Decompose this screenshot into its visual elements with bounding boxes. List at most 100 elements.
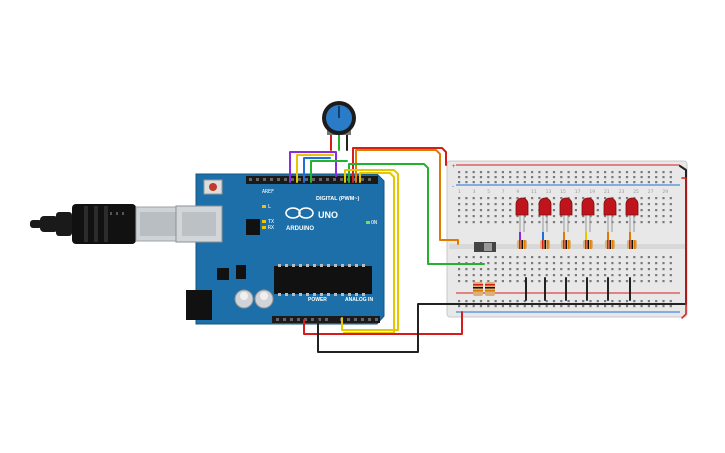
breadboard-hole[interactable]	[531, 221, 534, 224]
breadboard-hole[interactable]	[516, 274, 519, 277]
breadboard-hole[interactable]	[611, 256, 614, 259]
breadboard-hole[interactable]	[669, 305, 672, 308]
breadboard-hole[interactable]	[618, 274, 621, 277]
breadboard-hole[interactable]	[509, 171, 512, 174]
breadboard-hole[interactable]	[501, 215, 504, 218]
breadboard-hole[interactable]	[501, 305, 504, 308]
breadboard-hole[interactable]	[458, 268, 461, 271]
wire-orange-right[interactable]	[341, 169, 399, 331]
breadboard-hole[interactable]	[582, 176, 585, 179]
breadboard-hole[interactable]	[633, 280, 636, 283]
breadboard-hole[interactable]	[531, 197, 534, 200]
breadboard-hole[interactable]	[596, 256, 599, 259]
breadboard-hole[interactable]	[487, 221, 490, 224]
breadboard-hole[interactable]	[538, 215, 541, 218]
led-3[interactable]	[559, 197, 573, 232]
breadboard-hole[interactable]	[662, 221, 665, 224]
breadboard-hole[interactable]	[487, 176, 490, 179]
breadboard-hole[interactable]	[545, 176, 548, 179]
breadboard-hole[interactable]	[662, 268, 665, 271]
breadboard-hole[interactable]	[560, 268, 563, 271]
breadboard-hole[interactable]	[479, 221, 483, 224]
slide-switch[interactable]	[474, 242, 496, 252]
breadboard-hole[interactable]	[552, 215, 556, 218]
breadboard-hole[interactable]	[611, 176, 614, 179]
breadboard-hole[interactable]	[596, 274, 599, 277]
breadboard-hole[interactable]	[618, 197, 621, 200]
breadboard-hole[interactable]	[625, 300, 629, 303]
breadboard-hole[interactable]	[494, 305, 497, 308]
breadboard-hole[interactable]	[669, 274, 672, 277]
breadboard-hole[interactable]	[523, 181, 526, 184]
breadboard-hole[interactable]	[458, 176, 461, 179]
breadboard-hole[interactable]	[465, 203, 468, 206]
breadboard-hole[interactable]	[640, 305, 643, 308]
breadboard-hole[interactable]	[487, 209, 490, 212]
breadboard-hole[interactable]	[479, 305, 483, 308]
breadboard-hole[interactable]	[567, 274, 570, 277]
breadboard-hole[interactable]	[531, 274, 534, 277]
breadboard-hole[interactable]	[611, 171, 614, 174]
breadboard-hole[interactable]	[582, 280, 585, 283]
breadboard-hole[interactable]	[647, 280, 650, 283]
breadboard-hole[interactable]	[655, 268, 658, 271]
breadboard-hole[interactable]	[501, 256, 504, 259]
breadboard-hole[interactable]	[589, 268, 592, 271]
breadboard-hole[interactable]	[458, 221, 461, 224]
wire-red-right-rail[interactable]	[681, 177, 687, 319]
breadboard-hole[interactable]	[567, 262, 570, 265]
breadboard-hole[interactable]	[647, 221, 650, 224]
breadboard-hole[interactable]	[494, 209, 497, 212]
wire-orange-long[interactable]	[355, 149, 459, 245]
breadboard-hole[interactable]	[647, 256, 650, 259]
breadboard-hole[interactable]	[596, 176, 599, 179]
breadboard-hole[interactable]	[655, 203, 658, 206]
breadboard-hole[interactable]	[560, 305, 563, 308]
breadboard-hole[interactable]	[567, 305, 570, 308]
breadboard-hole[interactable]	[625, 197, 629, 200]
breadboard-hole[interactable]	[633, 176, 636, 179]
breadboard-hole[interactable]	[552, 197, 556, 200]
breadboard-hole[interactable]	[523, 215, 526, 218]
breadboard-hole[interactable]	[509, 262, 512, 265]
breadboard-hole[interactable]	[662, 215, 665, 218]
breadboard-hole[interactable]	[516, 256, 519, 259]
breadboard-hole[interactable]	[662, 209, 665, 212]
breadboard-hole[interactable]	[582, 197, 585, 200]
breadboard-hole[interactable]	[479, 280, 483, 283]
breadboard-hole[interactable]	[487, 203, 490, 206]
breadboard-hole[interactable]	[618, 176, 621, 179]
breadboard-hole[interactable]	[545, 305, 548, 308]
breadboard-hole[interactable]	[655, 197, 658, 200]
breadboard-hole[interactable]	[669, 171, 672, 174]
breadboard-hole[interactable]	[662, 300, 665, 303]
breadboard-hole[interactable]	[625, 305, 629, 308]
breadboard-hole[interactable]	[618, 280, 621, 283]
breadboard-hole[interactable]	[582, 221, 585, 224]
breadboard-hole[interactable]	[458, 171, 461, 174]
breadboard-hole[interactable]	[501, 300, 504, 303]
breadboard-hole[interactable]	[596, 209, 599, 212]
breadboard-hole[interactable]	[458, 203, 461, 206]
breadboard-hole[interactable]	[552, 221, 556, 224]
breadboard-hole[interactable]	[494, 262, 497, 265]
breadboard-hole[interactable]	[604, 221, 607, 224]
breadboard-hole[interactable]	[574, 280, 577, 283]
breadboard-hole[interactable]	[574, 300, 577, 303]
breadboard-hole[interactable]	[611, 305, 614, 308]
breadboard-hole[interactable]	[589, 256, 592, 259]
breadboard-hole[interactable]	[509, 300, 512, 303]
breadboard-hole[interactable]	[472, 209, 475, 212]
breadboard-hole[interactable]	[516, 181, 519, 184]
breadboard-hole[interactable]	[494, 221, 497, 224]
breadboard-hole[interactable]	[552, 176, 556, 179]
breadboard-hole[interactable]	[655, 171, 658, 174]
breadboard-hole[interactable]	[501, 176, 504, 179]
breadboard-hole[interactable]	[509, 215, 512, 218]
breadboard-hole[interactable]	[472, 197, 475, 200]
breadboard-hole[interactable]	[596, 181, 599, 184]
breadboard-hole[interactable]	[669, 209, 672, 212]
breadboard-hole[interactable]	[655, 181, 658, 184]
breadboard-hole[interactable]	[531, 262, 534, 265]
breadboard-hole[interactable]	[523, 221, 526, 224]
